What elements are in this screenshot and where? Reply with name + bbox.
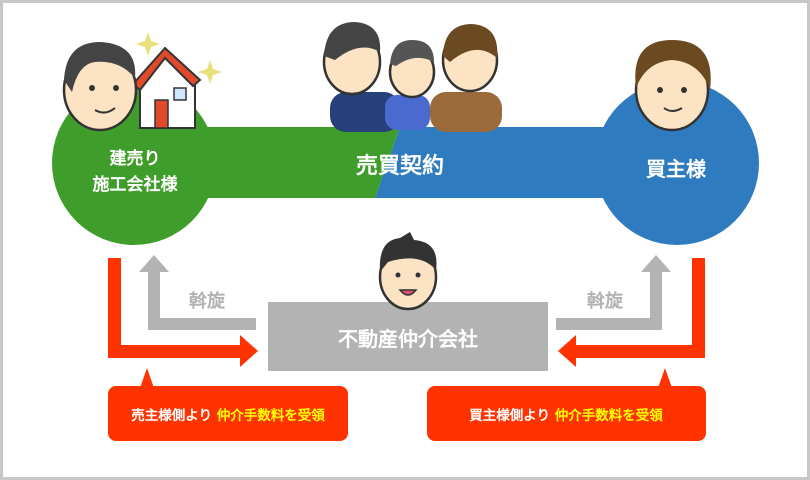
seller-label-line2: 施工会社様 (93, 174, 179, 195)
house-icon (131, 46, 202, 129)
contract-people-avatar (322, 22, 502, 132)
fee-callout-right-text: 買主様側より 仲介手数料を受領 (469, 407, 663, 424)
broker-box (268, 302, 548, 371)
broker-avatar (378, 232, 438, 311)
buyer-circle (595, 81, 759, 245)
fee-arrow-right (558, 258, 705, 367)
fee-callout-right (427, 386, 706, 441)
mediation-arrow-left (139, 255, 256, 330)
broker-label: 不動産仲介会社 (338, 327, 478, 351)
contract-band-green (200, 127, 400, 198)
contract-label: 売買契約 (356, 153, 444, 179)
contract-band-blue (375, 127, 615, 198)
callout-pointer-right (658, 368, 672, 388)
fee-callout-left-text: 売主様側より 仲介手数料を受領 (131, 407, 325, 424)
mediation-label-left: 斡旋 (189, 290, 226, 312)
fee-arrow-left (108, 258, 258, 367)
callout-pointer-left (140, 368, 154, 388)
seller-label-line1: 建売り (110, 148, 161, 169)
buyer-avatar (634, 40, 711, 132)
seller-avatar (62, 42, 138, 132)
sparkle-icon (136, 32, 222, 84)
mediation-label-right: 斡旋 (587, 290, 624, 312)
fee-callout-left (108, 386, 348, 441)
buyer-label: 買主様 (646, 157, 707, 181)
mediation-arrow-right (556, 255, 671, 330)
